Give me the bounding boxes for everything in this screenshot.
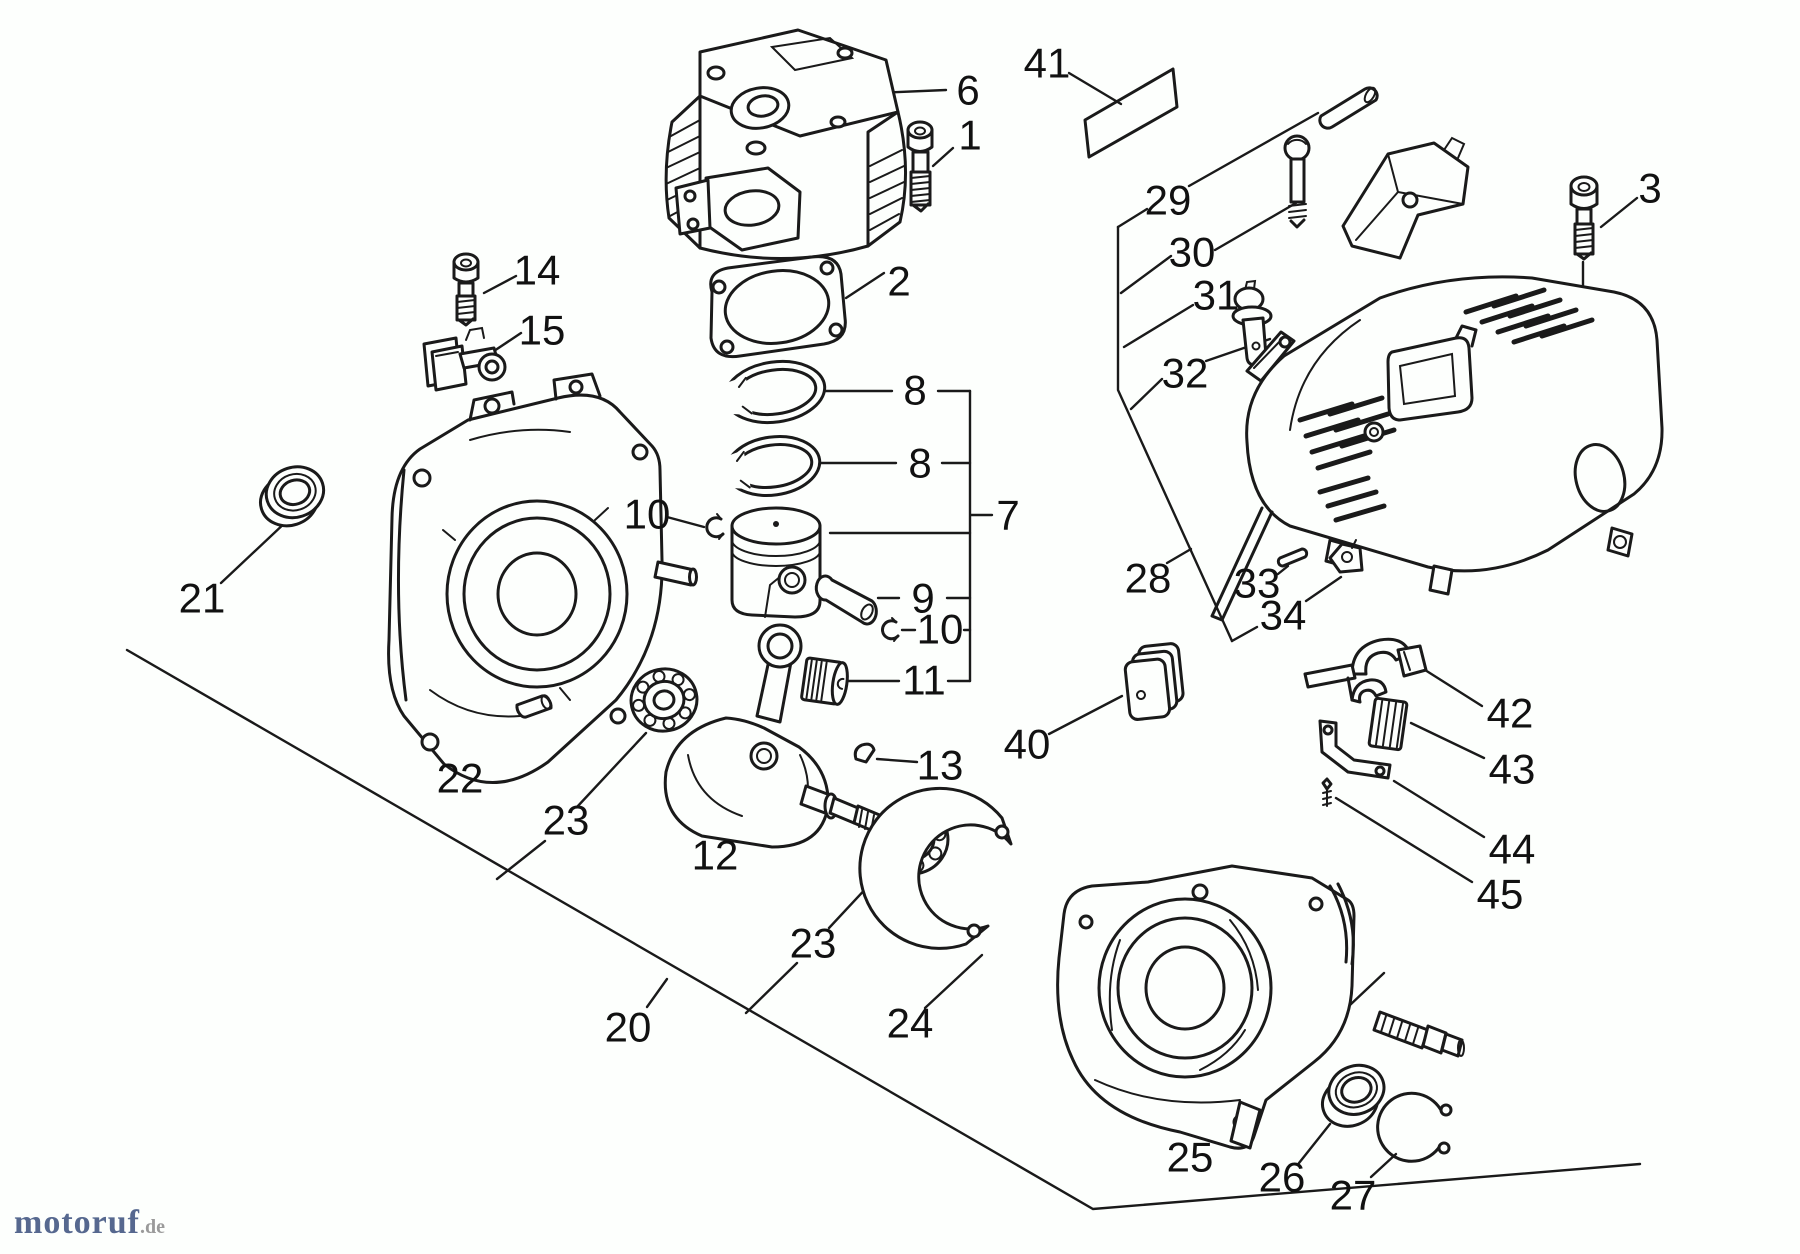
cover-top-piece	[1341, 136, 1470, 260]
cylinder-gasket	[709, 255, 847, 359]
callout-12-crankshaft: 12	[692, 832, 739, 879]
retainer-plate	[858, 786, 1013, 950]
callout-15-clamp-15: 15	[519, 307, 566, 354]
pin-33	[1276, 547, 1309, 568]
dowel-pin	[515, 694, 553, 719]
callout-31-plug-31: 31	[1193, 272, 1240, 319]
callout-43-clamp-bracket: 43	[1489, 746, 1536, 793]
piston-ring-top	[709, 359, 827, 425]
clamp-bracket	[1303, 663, 1409, 752]
callout-28-cylinder-cover: 28	[1125, 555, 1172, 602]
wire-bracket	[1318, 719, 1392, 780]
crankcase-clutch-side	[1056, 864, 1356, 1150]
callout-34-holder-34: 34	[1260, 592, 1307, 639]
plug-31	[1231, 279, 1273, 367]
piston-pin	[814, 574, 878, 626]
watermark-suffix: .de	[139, 1216, 165, 1238]
callout-22-dowel-pin: 22	[437, 755, 484, 802]
stud-bolt	[1372, 1010, 1465, 1058]
label-decal	[1083, 67, 1179, 159]
callout-20-crankcase-set: 20	[605, 1004, 652, 1051]
callout-33-pin-33: 33	[1234, 560, 1281, 607]
callout-23-ball-bearing-right: 23	[790, 920, 837, 967]
bolt-14	[452, 252, 480, 327]
lever-32	[1245, 330, 1296, 383]
callout-41-label-decal: 41	[1024, 40, 1071, 87]
callout-1-cylinder-bolt: 1	[958, 112, 981, 159]
locating-pin	[1318, 86, 1379, 130]
callout-25-crankcase-clutch-side: 25	[1167, 1134, 1214, 1181]
callout-8-piston-ring-second: 8	[908, 440, 931, 487]
callout-30-cover-screw: 30	[1169, 229, 1216, 276]
callout-40-spacer-40: 40	[1004, 721, 1051, 768]
callout-11-needle-bearing: 11	[902, 657, 946, 704]
spacer-40	[1123, 642, 1185, 721]
crankcase-flywheel-side	[387, 372, 698, 784]
callout-13-woodruff-key: 13	[917, 742, 964, 789]
circlip	[1376, 1091, 1453, 1163]
callout-6-cylinder: 6	[956, 67, 979, 114]
callout-7-piston-assembly: 7	[996, 492, 1019, 539]
cylinder	[664, 28, 908, 260]
small-screw	[1321, 777, 1333, 807]
cover-screw	[1283, 134, 1311, 229]
pin-clip-right	[880, 617, 900, 642]
callout-44-wire-bracket: 44	[1489, 826, 1536, 873]
motoruf-watermark: motoruf.de	[14, 1204, 165, 1242]
piston-ring-second	[708, 435, 822, 497]
callout-2-cylinder-gasket: 2	[887, 258, 910, 305]
crankshaft	[663, 623, 888, 849]
needle-bearing	[800, 656, 849, 706]
callout-27-circlip: 27	[1330, 1172, 1377, 1219]
callout-32-lever-32: 32	[1162, 350, 1209, 397]
oil-seal-right	[1321, 1063, 1386, 1128]
callout-14-bolt-14: 14	[514, 247, 561, 294]
callout-8-piston-ring-top: 8	[903, 367, 926, 414]
piston	[730, 506, 822, 619]
callout-10-pin-clip-left: 10	[624, 491, 671, 538]
cylinder-bolt	[906, 120, 934, 213]
watermark-brand: motoruf	[14, 1204, 140, 1241]
callout-10-pin-clip-right: 10	[917, 606, 964, 653]
cylinder-cover	[1210, 275, 1664, 622]
clamp-upper	[1350, 637, 1428, 678]
holder-34	[1328, 539, 1364, 574]
callout-26-oil-seal-right: 26	[1259, 1154, 1306, 1201]
woodruff-key	[853, 742, 876, 764]
cover-bolt	[1569, 175, 1599, 261]
oil-seal-left	[259, 465, 326, 528]
callout-42-clamp-upper: 42	[1487, 690, 1534, 737]
pin-clip-left	[705, 513, 725, 540]
callout-45-small-screw: 45	[1477, 871, 1524, 918]
callout-24-retainer-plate: 24	[887, 1000, 934, 1047]
callout-3-cover-bolt: 3	[1638, 165, 1661, 212]
callout-23-ball-bearing-left: 23	[543, 797, 590, 844]
callout-9-piston-pin: 9	[911, 575, 934, 622]
callout-29-locating-pin: 29	[1145, 177, 1192, 224]
callout-21-oil-seal-left: 21	[179, 575, 226, 622]
clamp-15	[422, 326, 507, 392]
ball-bearing-left	[629, 667, 699, 733]
